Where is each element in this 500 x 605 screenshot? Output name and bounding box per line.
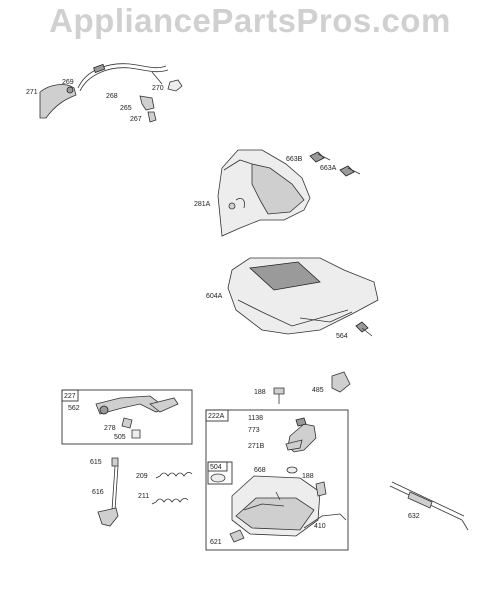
- screw-part: [147, 111, 157, 123]
- spring-209-part: [155, 472, 193, 479]
- bracket-485-part: [331, 371, 351, 393]
- label-265: 265: [120, 105, 132, 112]
- label-632: 632: [408, 513, 420, 520]
- label-504: 504: [210, 464, 222, 471]
- label-562: 562: [68, 405, 80, 412]
- label-269: 269: [62, 79, 74, 86]
- label-604a: 604A: [206, 293, 223, 300]
- label-668: 668: [254, 467, 266, 474]
- label-663b: 663B: [286, 156, 303, 163]
- label-616: 616: [92, 489, 104, 496]
- watermark: AppliancePartsPros.com: [49, 2, 451, 39]
- bolt-188-part: [273, 387, 285, 404]
- screw-663a-part: [339, 165, 361, 177]
- label-188-box: 188: [302, 473, 314, 480]
- label-621: 621: [210, 539, 222, 546]
- nut-part: [167, 79, 183, 92]
- label-267: 267: [130, 116, 142, 123]
- cable-clamp-part: [139, 95, 155, 111]
- screw-663b-part: [309, 151, 331, 163]
- spring-211-part: [151, 498, 189, 505]
- kit-227-group: [61, 389, 193, 445]
- link-632-part: [389, 481, 469, 531]
- label-271: 271: [26, 89, 38, 96]
- label-663a: 663A: [320, 165, 337, 172]
- label-209: 209: [136, 473, 148, 480]
- label-615: 615: [90, 459, 102, 466]
- label-270: 270: [152, 85, 164, 92]
- label-773: 773: [248, 427, 260, 434]
- cylinder-shield-part: [227, 257, 379, 335]
- label-410: 410: [314, 523, 326, 530]
- throttle-lever-part: [39, 84, 77, 119]
- screw-564-part: [355, 321, 373, 337]
- control-bracket-group: [205, 409, 349, 551]
- blower-housing-part: [217, 149, 311, 237]
- label-271b: 271B: [248, 443, 265, 450]
- label-227: 227: [64, 393, 76, 400]
- label-278: 278: [104, 425, 116, 432]
- label-485: 485: [312, 387, 324, 394]
- label-281a: 281A: [194, 201, 211, 208]
- label-222a: 222A: [208, 413, 225, 420]
- throttle-cable-part: [77, 63, 169, 92]
- label-188-top: 188: [254, 389, 266, 396]
- label-211: 211: [138, 493, 149, 500]
- label-268: 268: [106, 93, 118, 100]
- label-1138: 1138: [248, 415, 263, 422]
- label-564: 564: [336, 333, 348, 340]
- governor-shaft-part: [97, 457, 119, 527]
- label-505: 505: [114, 434, 126, 441]
